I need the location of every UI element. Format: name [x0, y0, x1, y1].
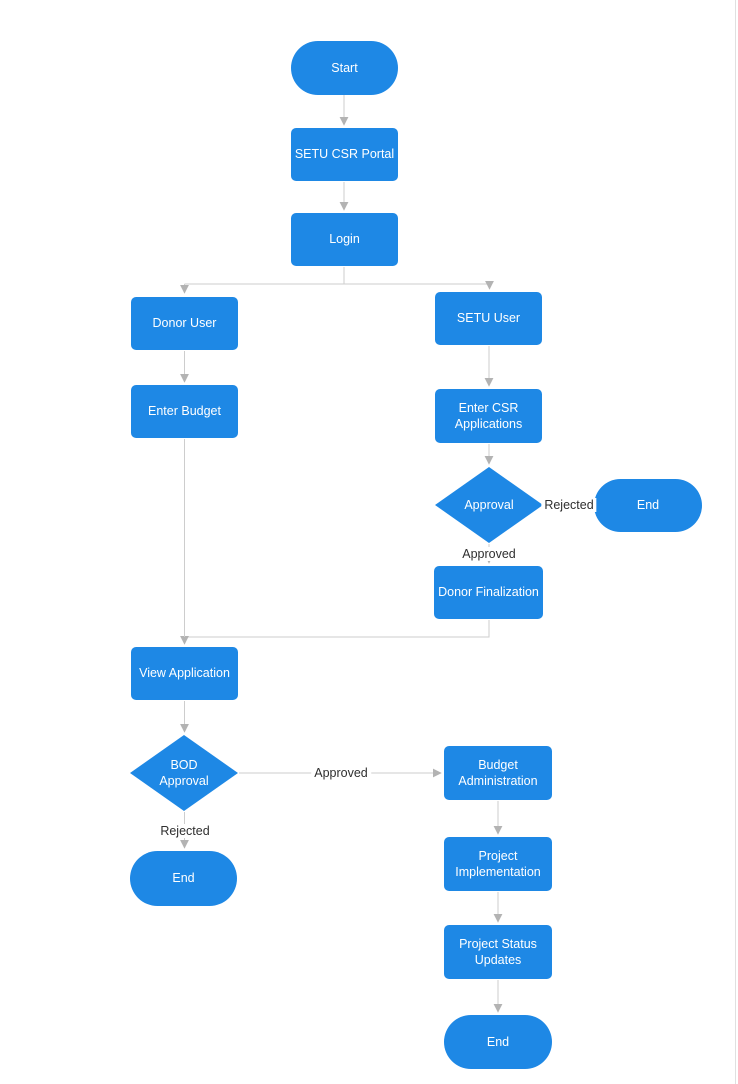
node-setu-csr-portal[interactable]: SETU CSR Portal — [291, 128, 398, 181]
node-label: End — [636, 498, 660, 513]
node-donor-finalization[interactable]: Donor Finalization — [434, 566, 543, 619]
node-label: Donor User — [152, 316, 217, 331]
edge-label-bod-rejected: Rejected — [157, 824, 213, 838]
node-end-csr-rejected[interactable]: End — [594, 479, 702, 532]
node-view-application[interactable]: View Application — [131, 647, 238, 700]
edge-label-approval-rejected: Rejected — [541, 498, 597, 512]
node-setu-user[interactable]: SETU User — [435, 292, 542, 345]
node-label: Start — [331, 60, 358, 75]
node-end-bod-rejected[interactable]: End — [130, 851, 237, 906]
node-start[interactable]: Start — [291, 41, 398, 95]
node-label: Login — [329, 232, 360, 247]
node-label: BOD Approval — [159, 757, 209, 788]
edge-login-split — [184, 267, 490, 285]
edge-finalization-to-view-application — [180, 620, 490, 645]
node-label: Enter CSR Applications — [454, 400, 523, 431]
node-label: View Application — [139, 666, 230, 681]
node-login[interactable]: Login — [291, 213, 398, 266]
node-project-status-updates[interactable]: Project Status Updates — [444, 925, 552, 979]
node-label: Budget Administration — [458, 757, 538, 788]
node-label: Project Implementation — [455, 848, 541, 879]
node-project-implementation[interactable]: Project Implementation — [444, 837, 552, 891]
node-donor-user[interactable]: Donor User — [131, 297, 238, 350]
node-label: End — [172, 871, 195, 886]
node-enter-csr-applications[interactable]: Enter CSR Applications — [435, 389, 542, 443]
edge-label-bod-approved: Approved — [311, 766, 371, 780]
edge-label-approval-approved: Approved — [459, 547, 519, 561]
node-label: Enter Budget — [148, 404, 221, 419]
node-budget-administration[interactable]: Budget Administration — [444, 746, 552, 800]
node-label: Donor Finalization — [438, 585, 539, 600]
page-boundary-line — [735, 0, 736, 1084]
node-label: Project Status Updates — [459, 936, 537, 967]
node-label: Approval — [464, 497, 514, 512]
node-label: SETU CSR Portal — [294, 147, 395, 162]
node-enter-budget[interactable]: Enter Budget — [131, 385, 238, 438]
node-end-final[interactable]: End — [444, 1015, 552, 1069]
node-label: SETU User — [456, 311, 521, 326]
node-label: End — [486, 1034, 510, 1049]
